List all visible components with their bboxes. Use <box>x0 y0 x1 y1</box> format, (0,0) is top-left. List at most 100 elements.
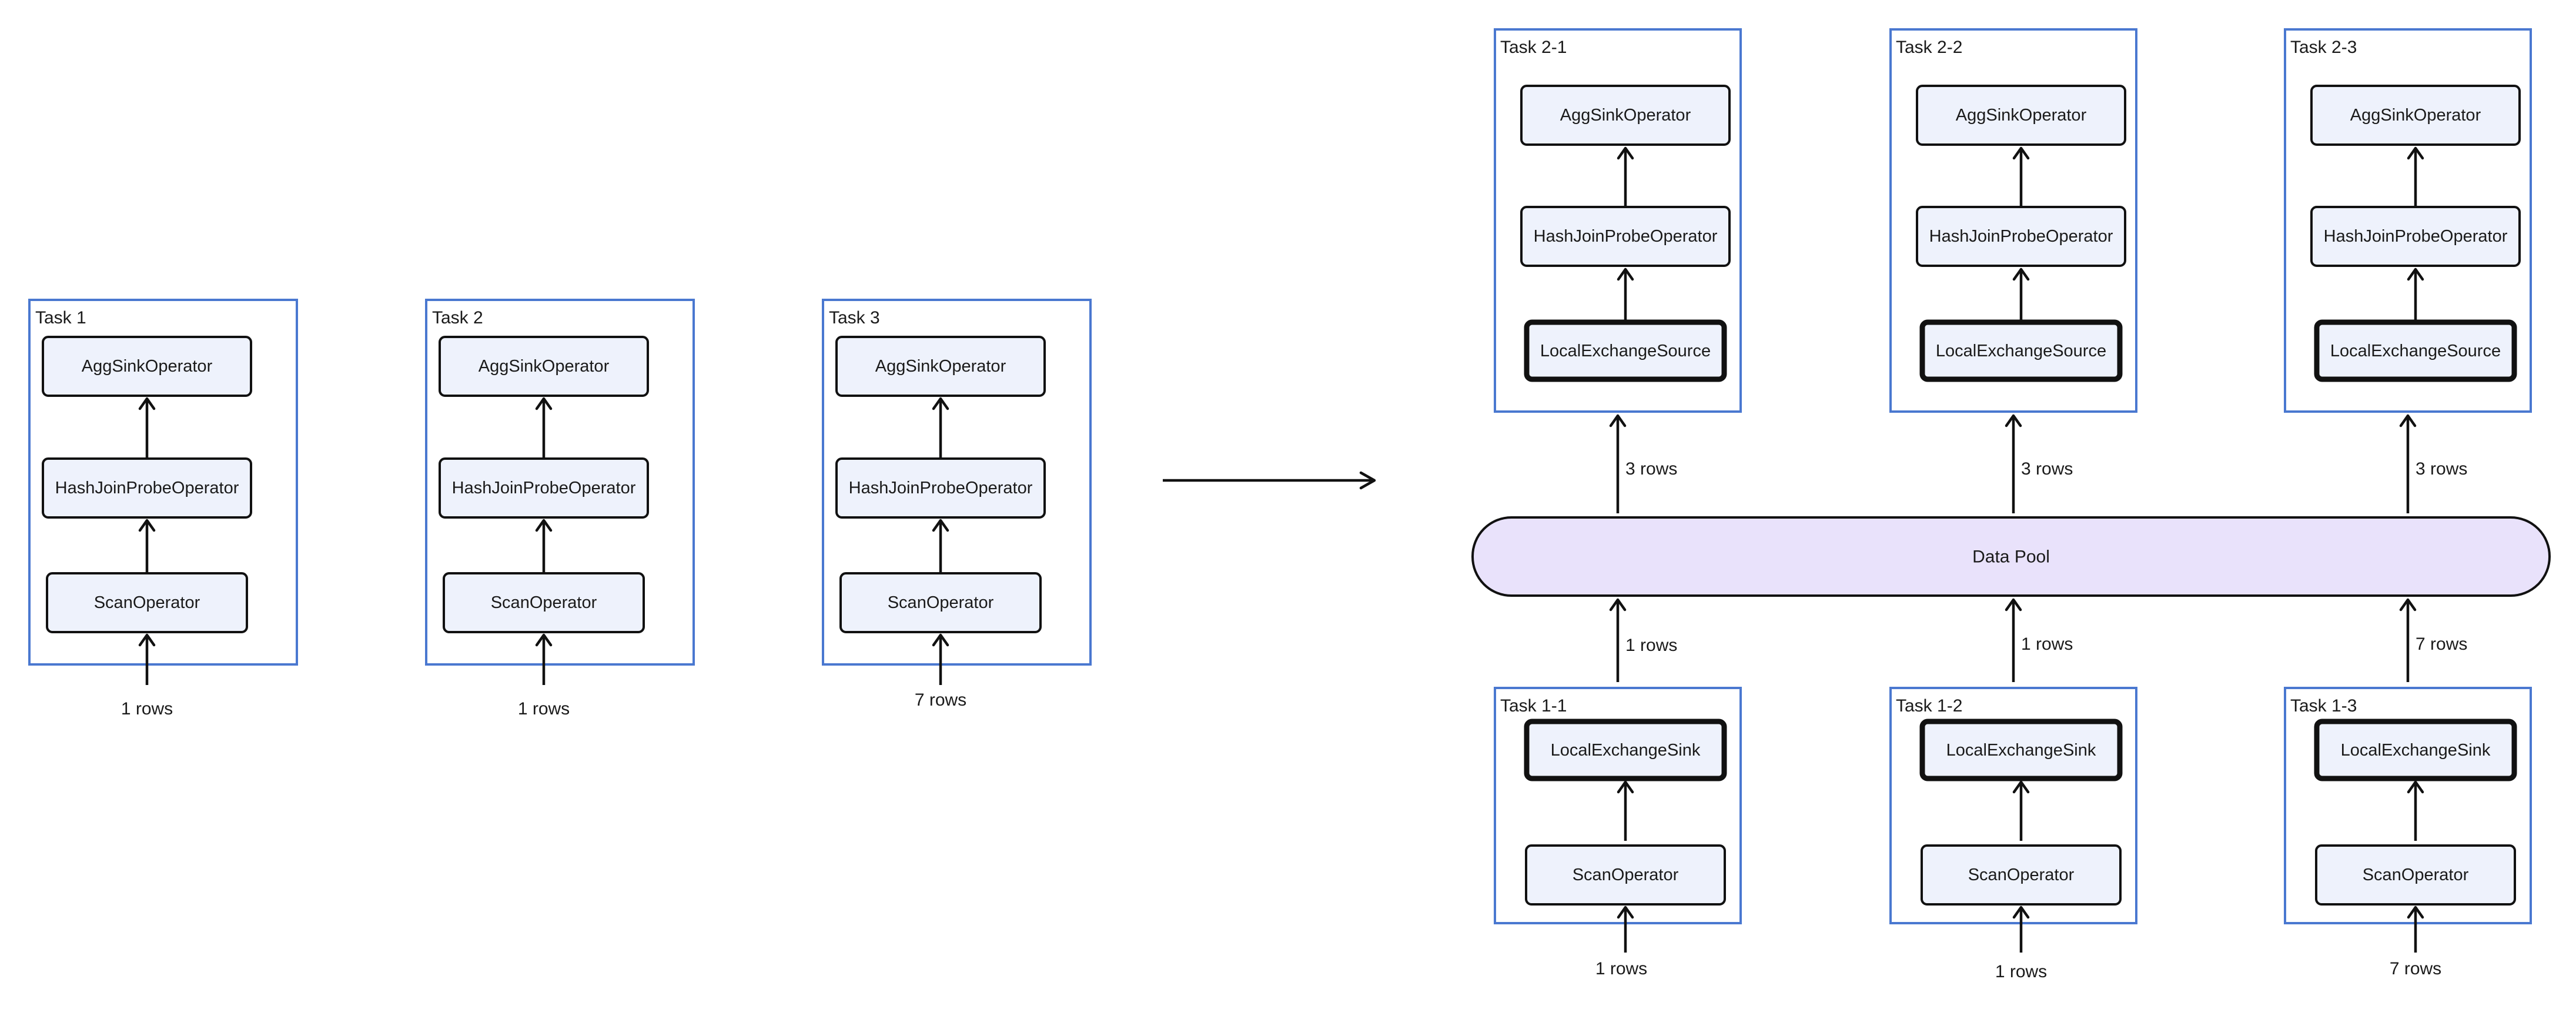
task-2: Task 2 AggSinkOperator HashJoinProbeOper… <box>425 299 695 719</box>
task-1-1-frame <box>1494 687 1742 924</box>
data-pool-shape <box>1471 516 2551 597</box>
scan-operator-label: ScanOperator <box>2363 866 2469 884</box>
task-2-1-label: Task 2-1 <box>1500 38 1567 57</box>
local-exchange-source-label: LocalExchangeSource <box>1936 342 2106 360</box>
hash-join-probe-operator-label: HashJoinProbeOperator <box>849 479 1033 497</box>
scan-operator-box <box>1921 844 2122 906</box>
task-2-1-rows: 3 rows <box>1625 459 1677 479</box>
task-1-2: Task 1-2 LocalExchangeSink ScanOperator … <box>1889 687 2137 981</box>
local-exchange-source-box <box>1524 319 1727 382</box>
arrow-up <box>932 633 949 685</box>
agg-sink-operator-box <box>439 336 649 397</box>
task-2-2-frame <box>1889 28 2137 413</box>
scan-operator-label: ScanOperator <box>888 593 994 612</box>
task-1-2-input-rows: 1 rows <box>1995 962 2047 981</box>
arrow-up <box>932 397 949 459</box>
agg-sink-operator-label: AggSinkOperator <box>875 357 1006 376</box>
arrow-up <box>138 519 156 573</box>
task-1-3-frame <box>2284 687 2532 924</box>
data-pool-label: Data Pool <box>1972 547 2050 567</box>
local-exchange-sink-label: LocalExchangeSink <box>1946 741 2096 760</box>
task-3-label: Task 3 <box>829 308 880 328</box>
local-exchange-sink-label: LocalExchangeSink <box>1551 741 1701 760</box>
arrow-up <box>535 633 553 685</box>
task-1-2-frame <box>1889 687 2137 924</box>
agg-sink-operator-box <box>835 336 1046 397</box>
agg-sink-operator-label: AggSinkOperator <box>2350 106 2481 125</box>
local-exchange-source-box <box>2314 319 2517 382</box>
task-1-1-label: Task 1-1 <box>1500 696 1567 716</box>
task-1-1-rows-to-pool: 1 rows <box>1625 636 1677 655</box>
arrow-up <box>138 397 156 459</box>
agg-sink-operator-box <box>1916 85 2126 146</box>
arrow-up <box>2012 906 2030 953</box>
task-1-3-input-rows: 7 rows <box>2390 959 2441 978</box>
task-1-3-rows-to-pool: 7 rows <box>2416 634 2467 654</box>
arrow-up <box>1617 268 1634 320</box>
task-2-3: Task 2-3 AggSinkOperator HashJoinProbeOp… <box>2284 28 2532 413</box>
task-2-label: Task 2 <box>432 308 483 328</box>
task-2-3-rows: 3 rows <box>2416 459 2467 479</box>
task-1-1: Task 1-1 LocalExchangeSink ScanOperator … <box>1494 687 1742 978</box>
task-1-1-to-pool-arrow <box>1609 598 1627 682</box>
arrow-up <box>2012 146 2030 207</box>
task-2-1: Task 2-1 AggSinkOperator HashJoinProbeOp… <box>1494 28 1742 413</box>
arrow-up <box>535 519 553 573</box>
arrow-up <box>2407 268 2424 320</box>
local-exchange-sink-box <box>2314 719 2517 781</box>
arrow-up <box>2012 780 2030 841</box>
task-2-2: Task 2-2 AggSinkOperator HashJoinProbeOp… <box>1889 28 2137 413</box>
scan-operator-box <box>1525 844 1726 906</box>
hash-join-probe-operator-label: HashJoinProbeOperator <box>1534 227 1718 246</box>
task-1-1-input-rows: 1 rows <box>1595 959 1647 978</box>
task-1-2-label: Task 1-2 <box>1896 696 1962 716</box>
task-2-1-frame <box>1494 28 1742 413</box>
data-pool: Data Pool <box>1471 516 2551 597</box>
arrow-up <box>2012 268 2030 320</box>
hash-join-probe-operator-label: HashJoinProbeOperator <box>2324 227 2508 246</box>
arrow-up <box>1617 146 1634 207</box>
agg-sink-operator-box <box>2310 85 2521 146</box>
arrow-up <box>2407 906 2424 953</box>
arrow-up <box>2407 146 2424 207</box>
scan-operator-label: ScanOperator <box>491 593 597 612</box>
scan-operator-label: ScanOperator <box>94 593 200 612</box>
task-2-frame <box>425 299 695 666</box>
local-exchange-sink-label: LocalExchangeSink <box>2341 741 2491 760</box>
hash-join-probe-operator-label: HashJoinProbeOperator <box>55 479 239 497</box>
task-2-input-rows: 1 rows <box>518 699 570 719</box>
arrow-up <box>2407 780 2424 841</box>
transform-arrow <box>1163 471 1376 490</box>
local-exchange-source-box <box>1919 319 2123 382</box>
local-exchange-source-label: LocalExchangeSource <box>2330 342 2501 360</box>
agg-sink-operator-label: AggSinkOperator <box>1560 106 1691 125</box>
task-1-3: Task 1-3 LocalExchangeSink ScanOperator … <box>2284 687 2532 978</box>
local-exchange-sink-box <box>1919 719 2123 781</box>
task-3-frame <box>822 299 1092 666</box>
pool-to-task-2-3-arrow <box>2399 414 2417 513</box>
task-2-2-rows: 3 rows <box>2021 459 2073 479</box>
hash-join-probe-operator-label: HashJoinProbeOperator <box>452 479 636 497</box>
task-1-3-to-pool-arrow <box>2399 598 2417 682</box>
local-exchange-source-label: LocalExchangeSource <box>1540 342 1711 360</box>
task-2-2-label: Task 2-2 <box>1896 38 1962 57</box>
task-1: Task 1 AggSinkOperator HashJoinProbeOper… <box>28 299 298 719</box>
arrow-up <box>138 633 156 685</box>
scan-operator-label: ScanOperator <box>1573 866 1679 884</box>
task-1-3-label: Task 1-3 <box>2290 696 2357 716</box>
pool-to-task-2-2-arrow <box>2005 414 2022 513</box>
scan-operator-box <box>2315 844 2516 906</box>
agg-sink-operator-label: AggSinkOperator <box>1956 106 2087 125</box>
task-1-2-to-pool-arrow <box>2005 598 2022 682</box>
task-1-label: Task 1 <box>35 308 86 328</box>
scan-operator-label: ScanOperator <box>1968 866 2075 884</box>
task-1-input-rows: 1 rows <box>121 699 173 719</box>
arrow-up <box>1617 780 1634 841</box>
task-3: Task 3 AggSinkOperator HashJoinProbeOper… <box>822 299 1092 710</box>
agg-sink-operator-box <box>1520 85 1731 146</box>
arrow-up <box>932 519 949 573</box>
agg-sink-operator-label: AggSinkOperator <box>479 357 610 376</box>
arrow-up <box>1617 906 1634 953</box>
pool-to-task-2-1-arrow <box>1609 414 1627 513</box>
